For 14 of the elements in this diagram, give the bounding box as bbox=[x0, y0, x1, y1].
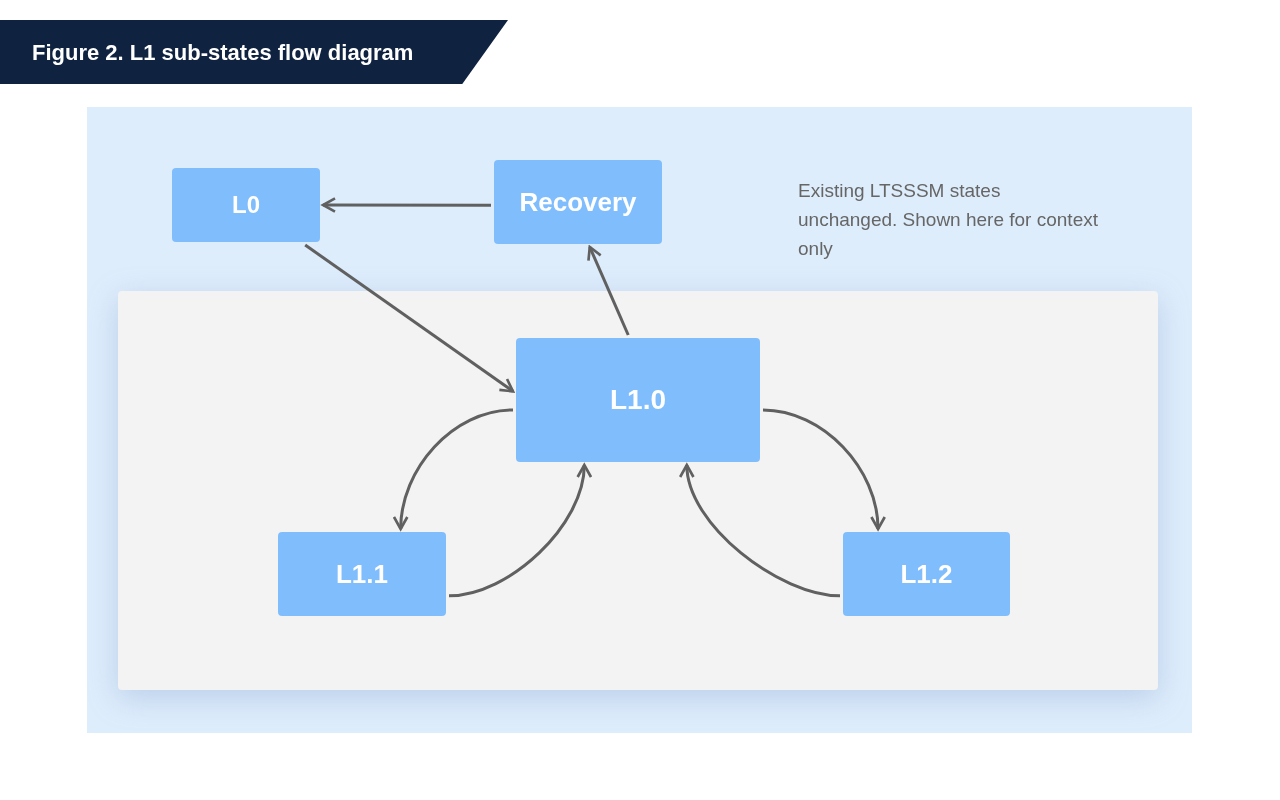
arrow bbox=[304, 243, 515, 393]
arrow bbox=[762, 408, 886, 531]
state-box: L1.1 bbox=[278, 532, 446, 616]
arrow bbox=[393, 408, 514, 531]
state-box: L1.2 bbox=[843, 532, 1010, 616]
state-box: L1.0 bbox=[516, 338, 760, 462]
arrow bbox=[321, 197, 491, 214]
arrow bbox=[448, 463, 592, 598]
note-text: Existing LTSSSM states unchanged. Shown here for context only bbox=[798, 179, 1098, 261]
state-box: Recovery bbox=[494, 160, 662, 244]
state-box: L0 bbox=[172, 168, 320, 242]
arrow bbox=[587, 245, 630, 336]
title-banner: Figure 2. L1 sub-states flow diagram bbox=[0, 20, 508, 84]
arrow bbox=[680, 463, 841, 598]
